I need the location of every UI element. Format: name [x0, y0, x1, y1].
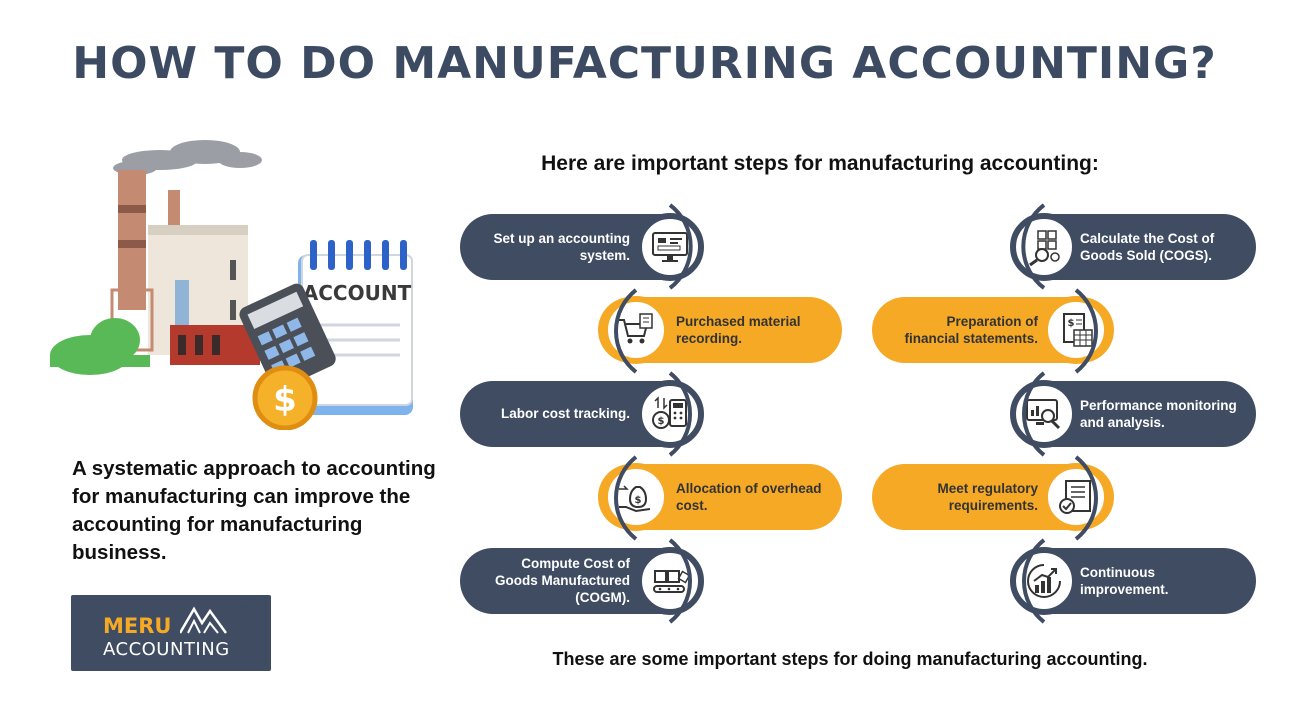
step-label: Meet regulatory requirements.: [937, 481, 1038, 513]
hand-money-bag-icon: $: [619, 485, 651, 513]
step-label: Calculate the Cost of Goods Sold (COGS).: [1080, 231, 1215, 263]
svg-text:$: $: [658, 416, 665, 427]
step-icon-circle: $: [602, 463, 670, 531]
monitor-magnifier-icon: [1026, 399, 1061, 430]
svg-text:$: $: [635, 495, 642, 506]
factory-building-icon: [110, 225, 260, 365]
page-title: HOW TO DO MANUFACTURING ACCOUNTING?: [72, 38, 1217, 89]
step-icon-circle: [602, 296, 670, 364]
dollar-coin-icon: $: [252, 365, 318, 430]
step-label: Allocation of overhead cost.: [676, 481, 822, 513]
trademark-mark: TM: [234, 602, 247, 612]
logo-text-accounting: ACCOUNTING: [103, 639, 230, 660]
step-continuous-improvement: Continuous improvement.: [1014, 548, 1256, 614]
conveyor-boxes-icon: [653, 570, 690, 593]
step-icon-circle: $: [636, 380, 704, 448]
step-icon-circle: [1010, 380, 1078, 448]
logo-text-meru: MERU: [103, 614, 172, 638]
step-icon-circle: [636, 547, 704, 615]
description-text: A systematic approach to accounting for …: [72, 457, 436, 564]
checklist-icon: [1059, 480, 1091, 514]
account-notepad-icon: ACCOUNT: [298, 240, 413, 415]
step-icon-circle: [1010, 547, 1078, 615]
bush-icon: [50, 318, 150, 375]
mountain-icon: [180, 606, 228, 634]
step-icon-circle: [636, 213, 704, 281]
factory-illustration: ACCOUNT $: [50, 140, 413, 430]
svg-text:$: $: [1068, 318, 1075, 329]
step-icon-circle: [1042, 463, 1110, 531]
step-label: Set up an accounting system.: [493, 231, 630, 263]
calculator-coin-icon: $: [652, 396, 687, 429]
step-label: Performance monitoring and analysis.: [1080, 398, 1237, 430]
shopping-cart-invoice-icon: [619, 313, 653, 344]
step-label: Preparation of financial statements.: [904, 314, 1038, 346]
meru-accounting-logo: MERU ACCOUNTING: [71, 595, 271, 671]
coin-symbol: $: [273, 380, 297, 420]
step-label: Compute Cost of Goods Manufactured (COGM…: [494, 556, 630, 605]
footer-text: These are some important steps for doing…: [552, 649, 1148, 669]
step-label: Continuous improvement.: [1080, 565, 1169, 597]
step-icon-circle: [1010, 213, 1078, 281]
calculator-icon: [239, 283, 336, 390]
step-icon-circle: $: [1042, 296, 1110, 364]
step-label: Labor cost tracking.: [500, 406, 630, 421]
computer-dashboard-icon: [652, 232, 688, 262]
account-label: ACCOUNT: [303, 281, 412, 305]
steps-heading: Here are important steps for manufacturi…: [541, 152, 1099, 175]
chimney-icon: [118, 170, 180, 310]
financial-statement-icon: $: [1063, 313, 1093, 347]
boxes-magnifier-icon: [1029, 230, 1060, 267]
growth-chart-icon: [1027, 564, 1061, 598]
step-label: Purchased material recording.: [676, 314, 801, 346]
